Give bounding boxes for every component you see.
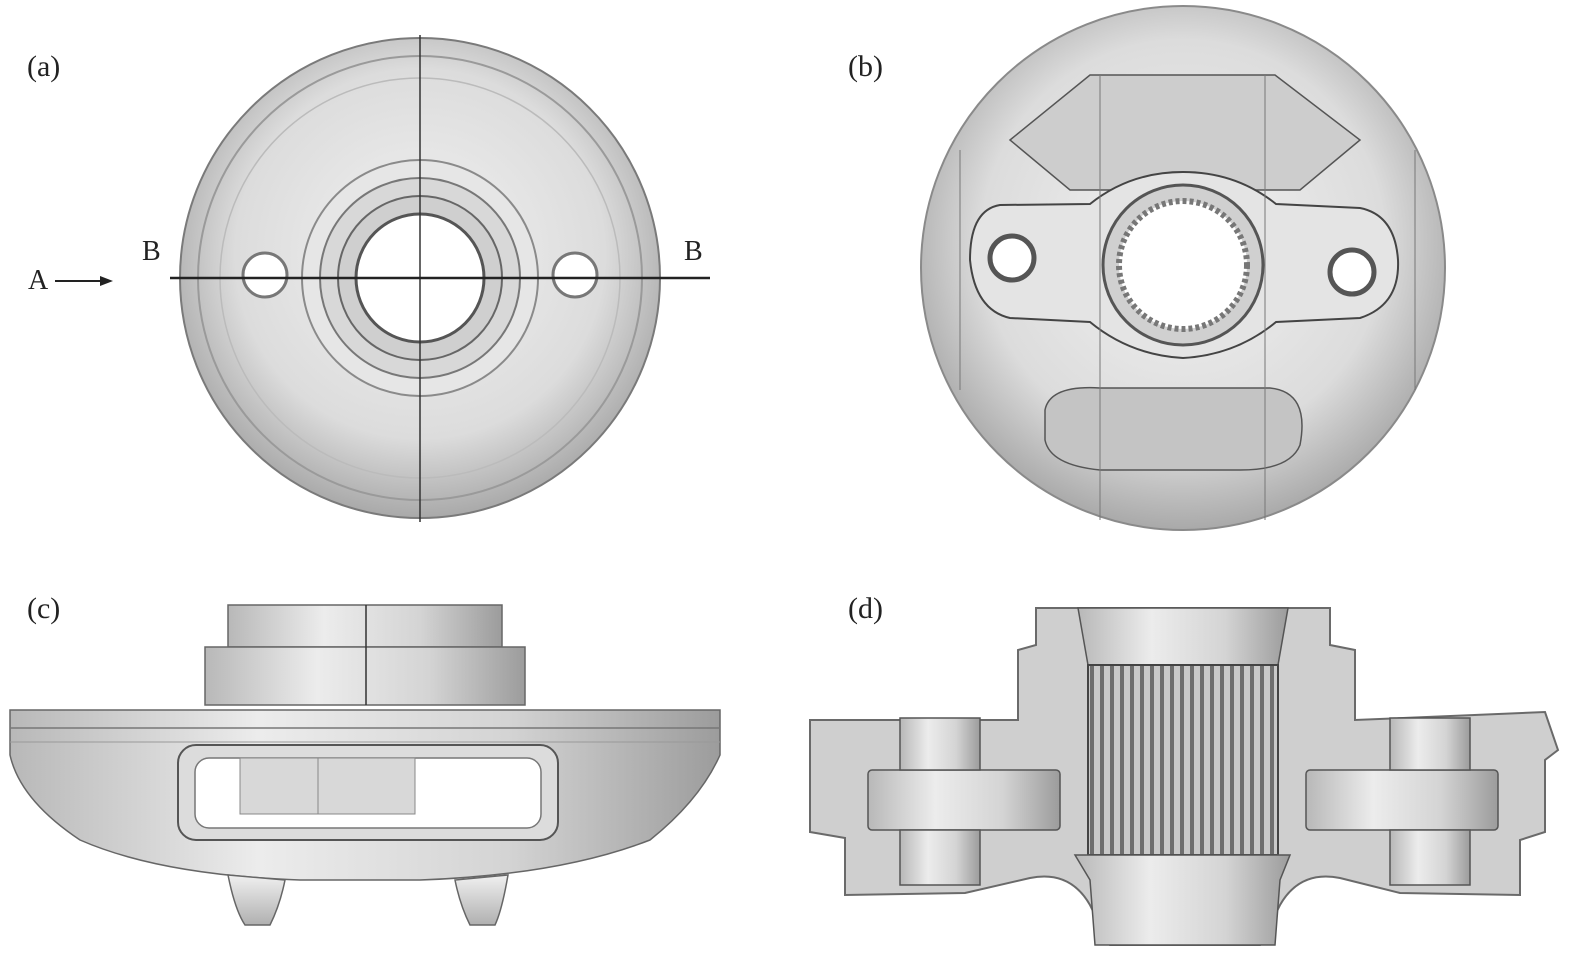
section-label-right: B xyxy=(684,236,703,267)
bolt-hole-left xyxy=(241,251,289,299)
bolt-hole-left xyxy=(987,233,1037,283)
panel-d-section-view xyxy=(809,607,1560,946)
bolt-hole-right xyxy=(551,251,599,299)
bolt-hole-right xyxy=(1327,247,1377,297)
panel-a-top-view xyxy=(55,35,710,522)
section-label-left: B xyxy=(142,236,161,267)
panel-label-a: (a) xyxy=(27,50,61,83)
spline-bore xyxy=(1087,664,1279,856)
view-label-a: A xyxy=(28,265,49,296)
panel-label-b: (b) xyxy=(848,50,883,83)
panel-c-side-view xyxy=(9,604,721,926)
panel-label-c: (c) xyxy=(27,592,61,625)
panel-b-bottom-view xyxy=(920,5,1446,531)
panel-label-d: (d) xyxy=(848,592,883,625)
